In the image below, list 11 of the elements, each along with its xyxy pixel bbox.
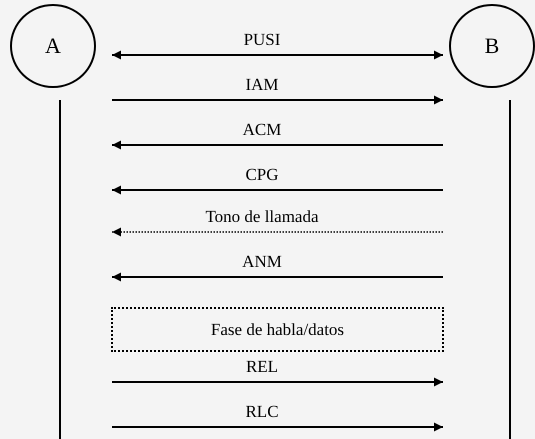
message-arrow — [112, 50, 443, 60]
message-arrow — [112, 272, 443, 282]
message-arrow — [112, 378, 443, 386]
message-arrow — [112, 186, 443, 194]
phase-box: Fase de habla/datos — [111, 307, 444, 352]
message-arrow — [112, 140, 443, 150]
participant-circle: A — [10, 4, 96, 88]
participant-circle: B — [449, 4, 535, 88]
message-arrow — [112, 228, 443, 236]
message-arrow — [112, 422, 443, 432]
message-arrow — [112, 96, 443, 104]
